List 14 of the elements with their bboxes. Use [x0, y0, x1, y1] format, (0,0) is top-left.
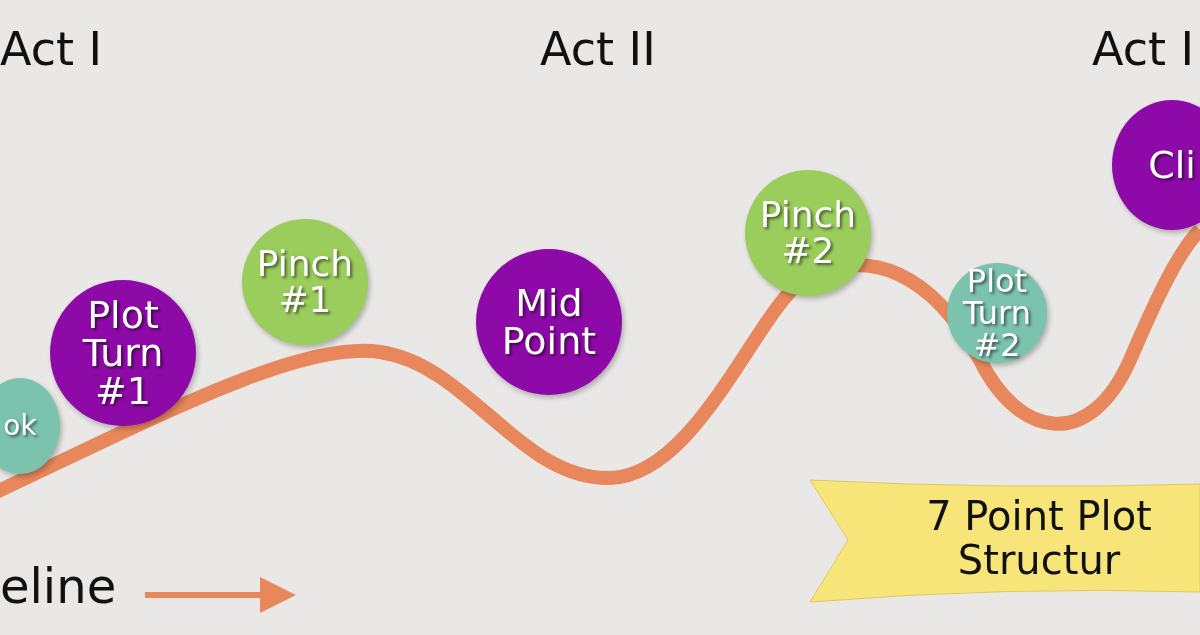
- plot-point-name: Mid Point: [500, 280, 598, 364]
- plot-point-name: Pinch #2: [758, 193, 858, 273]
- plot-point-circle: [0, 378, 60, 474]
- plot-point-circle: [1112, 100, 1200, 230]
- act-heading: Act II: [540, 22, 656, 76]
- act-heading: Act I: [1092, 22, 1195, 76]
- plot-point-name: Plot Turn #2: [962, 261, 1032, 365]
- act-heading: Act I: [0, 22, 103, 76]
- plot-point-name: Plot Turn #1: [81, 292, 165, 414]
- plot-point-name: Cli: [1147, 142, 1197, 188]
- timeline-label: eline: [0, 558, 117, 614]
- plot-point-name: Pinch #1: [255, 242, 355, 322]
- plot-point-name: ok: [2, 408, 38, 444]
- banner-title: 7 Point Plot Structur: [925, 492, 1153, 585]
